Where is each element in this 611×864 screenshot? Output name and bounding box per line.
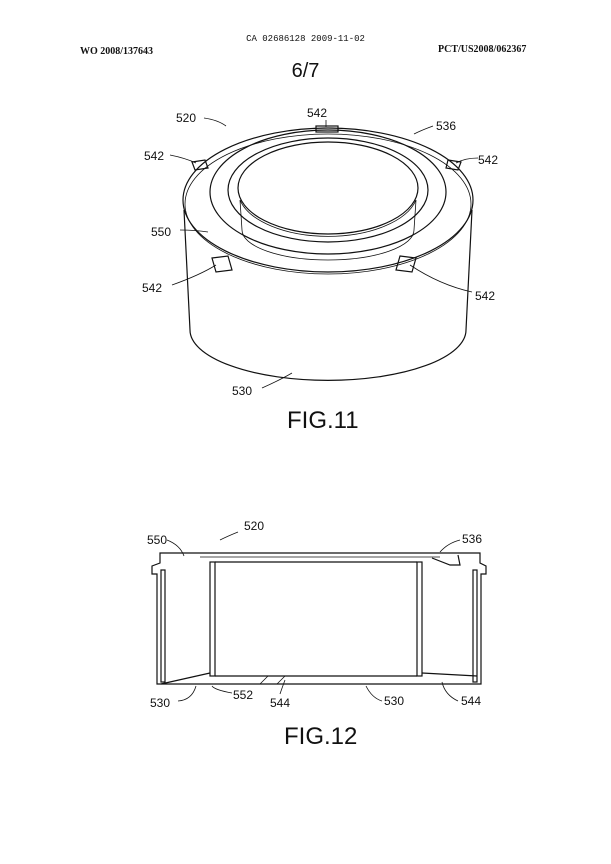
notch-left [191,159,209,171]
notch-top [315,125,339,133]
label-542-left: 542 [144,149,164,163]
fig11-title: FIG.11 [287,407,359,434]
notch-bottom-left [211,255,233,273]
label-520: 520 [176,111,196,125]
cup-body-outline [183,209,473,381]
label-530: 530 [232,384,252,398]
fig12-label-520: 520 [244,519,264,533]
fig12-label-536: 536 [462,532,482,546]
fig12-label-544-mid: 544 [270,696,290,710]
inner-tube-left [209,561,216,677]
label-536: 536 [436,119,456,133]
notch-bottom-right [395,255,417,273]
fig11-drawing: 520 536 542 542 542 550 542 542 530 FIG.… [142,106,498,434]
fig12-label-550: 550 [147,533,167,547]
lid-ring [209,129,447,255]
fig12-title: FIG.12 [284,723,357,750]
fig12-drawing: 550 520 536 530 552 544 530 544 FIG.12 [147,519,487,750]
label-542-bottom-left: 542 [142,281,162,295]
label-542-right: 542 [478,153,498,167]
inner-tube-right [416,561,423,677]
outer-wall-right [472,569,478,683]
pct-application-number: PCT/US2008/062367 [438,44,527,55]
inner-bore [237,141,419,235]
fig12-label-530-mid: 530 [384,694,404,708]
wo-publication-number: WO 2008/137643 [80,46,154,57]
outer-wall-left [160,569,166,683]
fig12-label-552: 552 [233,688,253,702]
outer-rim [182,127,474,273]
ca-document-number: CA 02686128 2009-11-02 [246,34,365,44]
outer-section [151,552,487,685]
notch-right [445,159,462,171]
fig12-label-544-right: 544 [461,694,481,708]
sheet-number: 6/7 [291,60,320,82]
label-542-top: 542 [307,106,327,120]
label-542-bottom-right: 542 [475,289,495,303]
label-550: 550 [151,225,171,239]
inner-bore-outer [227,137,429,243]
fig12-label-530-left: 530 [150,696,170,710]
